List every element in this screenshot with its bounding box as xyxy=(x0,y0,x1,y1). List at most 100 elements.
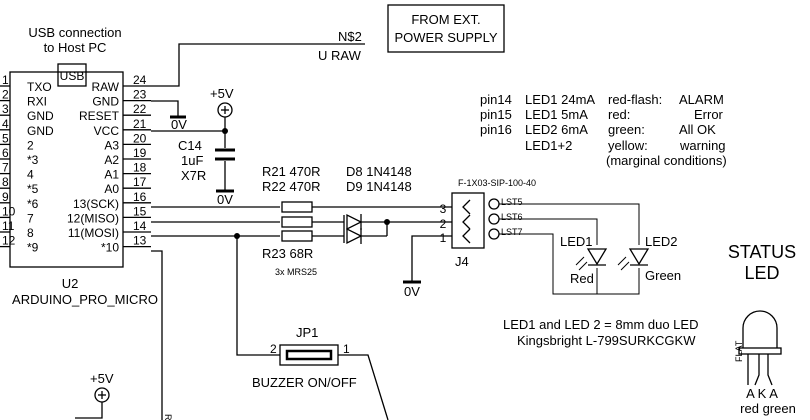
row2-meaning: Error xyxy=(694,107,724,122)
led-lead-a2 xyxy=(767,354,773,386)
j4-part: F-1X03-SIP-100-40 xyxy=(458,178,536,188)
status-label-line1: STATUS xyxy=(728,242,796,262)
pin-right-number: 16 xyxy=(133,190,147,204)
diode-d9 xyxy=(346,227,363,245)
j4-socket3 xyxy=(488,198,500,210)
pin-right-number: 13 xyxy=(133,234,147,248)
lst5-label: LST5 xyxy=(501,197,523,207)
r21-label: R21 470R xyxy=(262,164,321,179)
net-uraw-label: U RAW xyxy=(318,48,362,63)
ext-power-line2: POWER SUPPLY xyxy=(394,30,497,45)
diode-d8 xyxy=(346,213,363,231)
pin-right-name: 12(MISO) xyxy=(67,211,119,225)
j4-socket2 xyxy=(488,213,500,225)
led1-ray2 xyxy=(578,261,588,271)
pin-right-name: GND xyxy=(92,95,119,109)
pin-left-number: 5 xyxy=(2,131,9,145)
pin-right-name: A1 xyxy=(104,168,119,182)
pin-left-number: 11 xyxy=(2,219,15,233)
row3-pin: pin16 xyxy=(480,122,512,137)
led-flat-label: FLAT xyxy=(734,340,744,362)
pin-left-name: 2 xyxy=(27,138,34,152)
led-pin-letters: A K A xyxy=(746,386,778,401)
led-note-line2: Kingsbright L-799SURKCGKW xyxy=(517,333,696,348)
cap-value: 1uF xyxy=(181,153,203,168)
pin-left-number: 6 xyxy=(2,146,9,160)
row3-meaning: All OK xyxy=(679,122,716,137)
pin-left-name: 7 xyxy=(27,211,34,225)
row1-color: red-flash: xyxy=(608,92,662,107)
row2-led: LED1 5mA xyxy=(525,107,588,122)
d9-label: D9 1N4148 xyxy=(346,179,412,194)
resistor-r21 xyxy=(281,201,313,213)
row3-led: LED2 6mA xyxy=(525,122,588,137)
j4-contact1 xyxy=(462,228,471,244)
pin-left-number: 2 xyxy=(2,88,9,102)
pin-left-number: 4 xyxy=(2,117,9,131)
lst7-label: LST7 xyxy=(501,227,523,237)
pin-right-number: 22 xyxy=(133,102,147,116)
pin-left-name: GND xyxy=(27,124,54,138)
usb-note-line2: to Host PC xyxy=(44,40,107,55)
row4-led: LED1+2 xyxy=(525,138,572,153)
bottom-partial-label: R4 xyxy=(163,414,173,420)
pin-right-number: 23 xyxy=(133,88,147,102)
ext-power-line1: FROM EXT. xyxy=(411,12,480,27)
row2-pin: pin15 xyxy=(480,107,512,122)
jumper-wire-left xyxy=(236,236,280,356)
row4-meaning: warning xyxy=(679,138,726,153)
resistor-pack-label: 3x MRS25 xyxy=(275,267,317,277)
usb-note-line1: USB connection xyxy=(28,25,121,40)
pin-left-name: *5 xyxy=(27,182,39,196)
jumper-ref: JP1 xyxy=(296,325,318,340)
status-label-line2: LED xyxy=(744,263,779,283)
lst6-label: LST6 xyxy=(501,212,523,222)
j4-ref: J4 xyxy=(455,254,469,269)
arduino-ref: U2 xyxy=(62,276,79,291)
row3-color: green: xyxy=(608,122,645,137)
diode-junction xyxy=(384,219,390,225)
row4-color: yellow: xyxy=(608,138,648,153)
pin-right-name: 11(MOSI) xyxy=(68,226,119,240)
led1-symbol xyxy=(586,248,608,266)
row1-meaning: ALARM xyxy=(679,92,724,107)
jumper-pin2: 2 xyxy=(270,342,277,356)
plus5v-symbol xyxy=(217,102,233,118)
cap-ref: C14 xyxy=(178,138,202,153)
pin-left-number: 10 xyxy=(2,204,16,218)
pin-right-name: 13(SCK) xyxy=(73,197,119,211)
pin-left-name: *6 xyxy=(27,197,39,211)
pin-right-name: RESET xyxy=(79,109,120,123)
raw-wire xyxy=(151,43,365,87)
resistor-r23 xyxy=(281,230,313,242)
row1-pin: pin14 xyxy=(480,92,512,107)
pin-left-number: 8 xyxy=(2,175,9,189)
j4-ground-label: 0V xyxy=(404,284,420,299)
pin-right-name: VCC xyxy=(94,124,120,138)
led-package-drawing: FLAT A K A red green xyxy=(734,310,796,416)
led-dome xyxy=(742,310,778,348)
led1-label: LED1 xyxy=(560,234,593,249)
bottom-plus5v-label: +5V xyxy=(90,371,114,386)
pin-table: pin14 LED1 24mA red-flash: ALARM pin15 L… xyxy=(480,92,727,168)
j4-pin1-ground-wire xyxy=(411,235,452,282)
led-note-line1: LED1 and LED 2 = 8mm duo LED xyxy=(503,317,698,332)
pin-left-number: 9 xyxy=(2,190,9,204)
pin-right-number: 20 xyxy=(133,131,147,145)
jumper-wire-right xyxy=(338,354,389,420)
resistor-r22 xyxy=(281,216,313,228)
gnd23-wire xyxy=(151,100,179,117)
pin-left-name: 8 xyxy=(27,226,34,240)
j4-pin2-num: 2 xyxy=(440,217,447,231)
pin-left-name: *3 xyxy=(27,153,39,167)
pin-right-name: A0 xyxy=(104,182,119,196)
jumper-pin1: 1 xyxy=(343,342,350,356)
pin-right-name: A3 xyxy=(104,138,119,152)
pin-left-name: RXI xyxy=(27,95,47,109)
led-lead-k xyxy=(754,354,760,386)
usb-port-label: USB xyxy=(60,69,85,83)
pin-left-name: GND xyxy=(27,109,54,123)
